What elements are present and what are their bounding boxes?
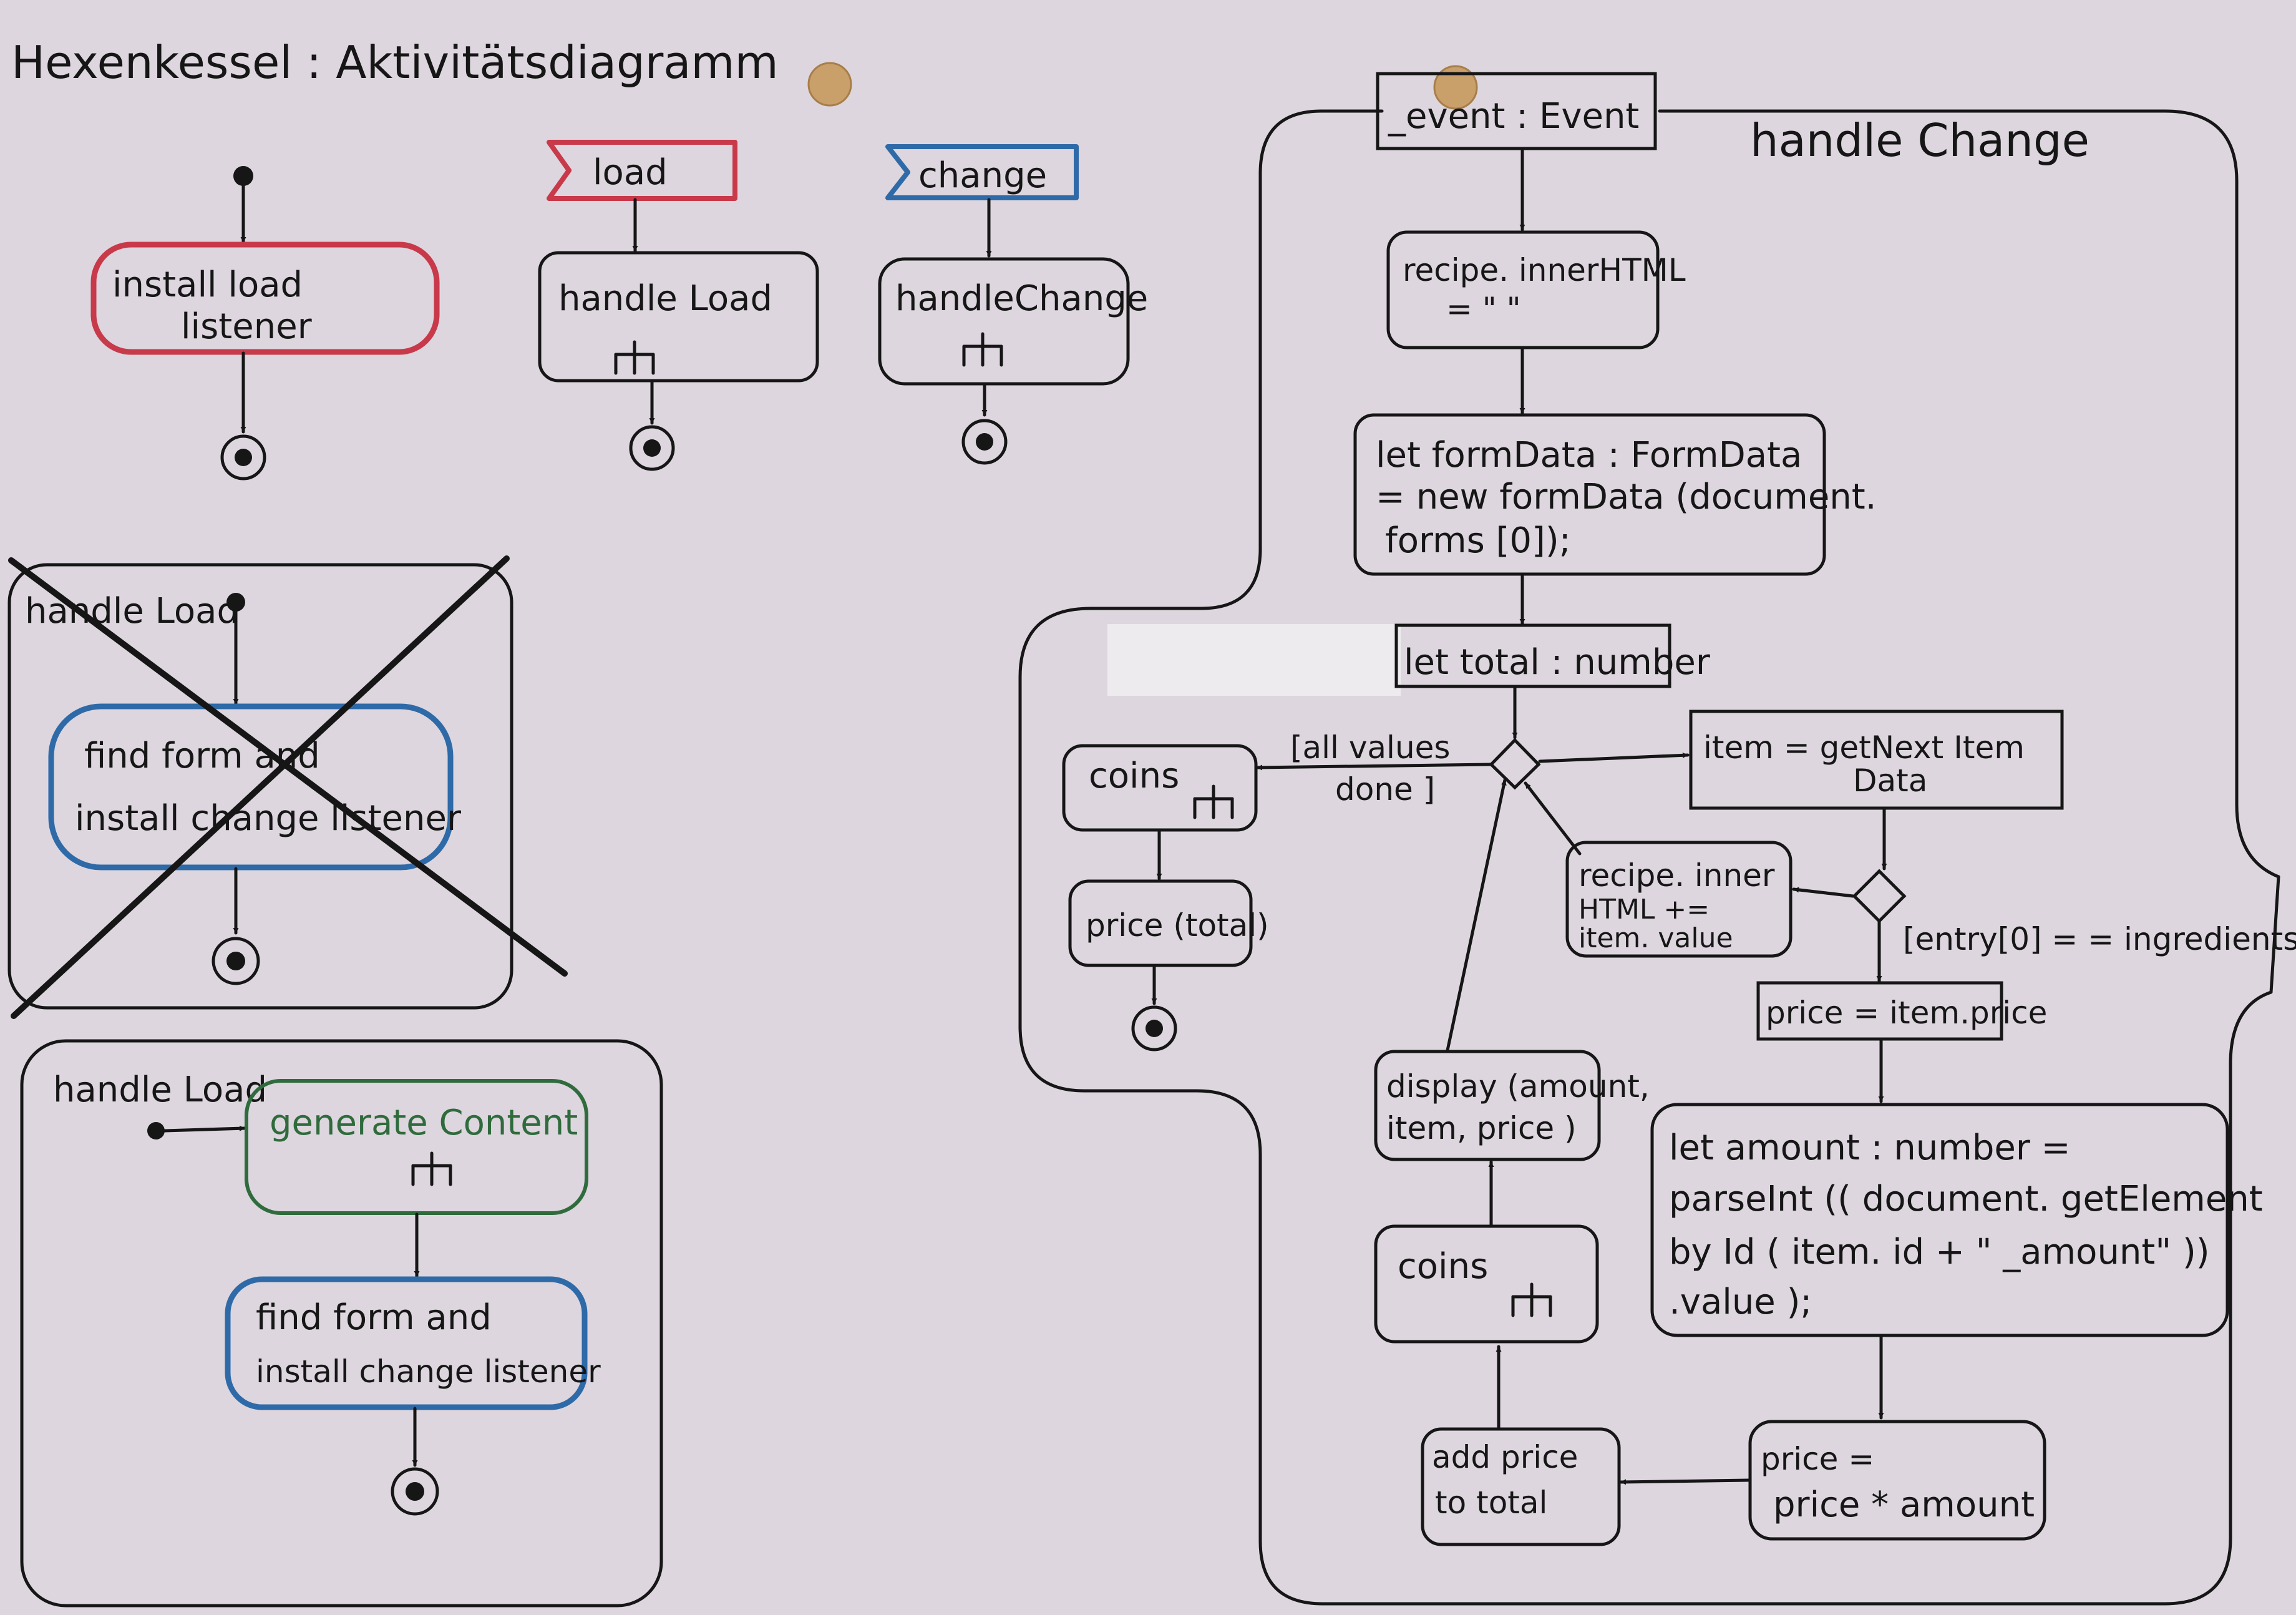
- recipe-append-line2: HTML +=: [1578, 894, 1710, 925]
- old-handle-load-activity: handle Load find form and install change…: [7, 555, 568, 1019]
- parse-amount-line2: parseInt (( document. getElement: [1669, 1179, 2263, 1219]
- handle-load-call-label: handle Load: [558, 278, 772, 319]
- parse-amount-line1: let amount : number =: [1669, 1128, 2071, 1168]
- price-total-action: [1068, 879, 1253, 967]
- coins-output-label: coins: [1089, 756, 1179, 796]
- rake-icon: [1193, 784, 1234, 819]
- price-item-label: price = item.price: [1766, 995, 2047, 1031]
- find-form-line2: install change listener: [256, 1354, 601, 1390]
- final-node: [220, 434, 266, 481]
- cross-out-mark: [8, 555, 568, 1019]
- initial-node: [226, 593, 245, 612]
- parse-amount-line3: by Id ( item. id + " _amount" )): [1669, 1232, 2210, 1272]
- handle-change-activity: handle Change _event : Event recipe. inn…: [1018, 72, 2296, 1606]
- clear-recipe-line2: = " ": [1446, 291, 1521, 327]
- form-data-line2: = new formData (document.: [1376, 477, 1877, 517]
- parse-amount-line4: .value );: [1669, 1282, 1812, 1322]
- final-node: [212, 937, 260, 985]
- generate-content-label: generate Content: [270, 1103, 578, 1143]
- get-next-item-action: [1689, 710, 2064, 810]
- form-data-line1: let formData : FormData: [1376, 435, 1802, 476]
- recipe-append-line1: recipe. inner: [1578, 857, 1775, 894]
- load-signal-shape: [547, 140, 737, 201]
- initial-node: [147, 1122, 165, 1139]
- rake-icon: [614, 340, 655, 375]
- price-item-action: [1756, 981, 2003, 1041]
- old-find-form-line2: install change listener: [75, 798, 462, 839]
- final-node: [629, 425, 675, 471]
- recipe-append-action: [1565, 841, 1793, 958]
- decision-node-loop: [1489, 738, 1541, 790]
- change-signal-flow: change handleChange: [878, 144, 1148, 465]
- clear-recipe-line1: recipe. innerHTML: [1403, 252, 1686, 288]
- find-form-action: [225, 1276, 588, 1410]
- coins-loop-action: [1374, 1224, 1599, 1344]
- handle-load-frame: [20, 1039, 663, 1608]
- handle-load-title: handle Load: [53, 1070, 267, 1110]
- display-action: [1374, 1050, 1601, 1161]
- guard-all-values-line1: [all values: [1290, 729, 1450, 766]
- diagram-title: Hexenkessel : Aktivitätsdiagramm: [11, 36, 779, 89]
- change-signal-label: change: [918, 155, 1047, 196]
- add-price-line1: add price: [1432, 1439, 1578, 1475]
- install-load-listener-line1: install load: [112, 265, 303, 305]
- load-signal-label: load: [593, 152, 668, 193]
- get-next-item-line2: Data: [1853, 763, 1927, 799]
- coins-loop-label: coins: [1398, 1246, 1488, 1287]
- pushpin: [1433, 65, 1478, 110]
- form-data-action: [1353, 413, 1826, 576]
- handle-load-call-action: [538, 251, 819, 383]
- add-price-action: [1421, 1427, 1621, 1546]
- final-node: [1131, 1005, 1177, 1051]
- event-parameter-node: [1376, 72, 1657, 150]
- main-flow: install load listener: [90, 166, 440, 481]
- guard-all-values-line2: done ]: [1335, 771, 1435, 807]
- final-node: [961, 419, 1008, 465]
- event-parameter-label: _event : Event: [1388, 96, 1639, 137]
- guard-entry-ingredients: [entry[0] = = ingredients ]: [1903, 921, 2296, 957]
- load-signal-flow: load handle Load: [538, 140, 819, 471]
- parse-amount-action: [1650, 1103, 2229, 1337]
- multiply-price-line1: price =: [1761, 1441, 1874, 1477]
- handle-change-call-action: [878, 257, 1130, 386]
- handle-change-title: handle Change: [1750, 114, 2089, 167]
- rake-icon: [411, 1151, 452, 1186]
- price-total-label: price (total): [1086, 907, 1269, 944]
- install-load-listener-action: [90, 242, 440, 355]
- change-signal-shape: [885, 144, 1079, 200]
- total-label: let total : number: [1404, 642, 1711, 683]
- final-node: [391, 1467, 439, 1516]
- old-handle-load-frame: [7, 563, 513, 1010]
- handle-change-frame: [1018, 109, 2280, 1606]
- handle-change-call-label: handleChange: [895, 278, 1148, 319]
- install-load-listener-line2: listener: [181, 306, 313, 347]
- total-node: [1394, 623, 1671, 688]
- old-find-form-line1: find form and: [84, 736, 320, 776]
- pushpin: [807, 62, 852, 107]
- find-form-line1: find form and: [256, 1297, 492, 1338]
- handle-load-activity: handle Load generate Content find form a…: [20, 1039, 663, 1608]
- display-line2: item, price ): [1386, 1110, 1577, 1146]
- rake-icon: [1511, 1282, 1552, 1317]
- rake-icon: [962, 332, 1003, 367]
- get-next-item-line1: item = getNext Item: [1703, 729, 2025, 766]
- tape-patch: [1107, 624, 1401, 696]
- form-data-line3: forms [0]);: [1385, 520, 1571, 561]
- recipe-append-line3: item. value: [1578, 922, 1733, 954]
- old-find-form-action: [48, 703, 454, 871]
- multiply-price-line2: price * amount: [1773, 1485, 2035, 1525]
- initial-node: [233, 166, 253, 186]
- display-line1: display (amount,: [1386, 1068, 1650, 1105]
- add-price-line2: to total: [1435, 1485, 1547, 1521]
